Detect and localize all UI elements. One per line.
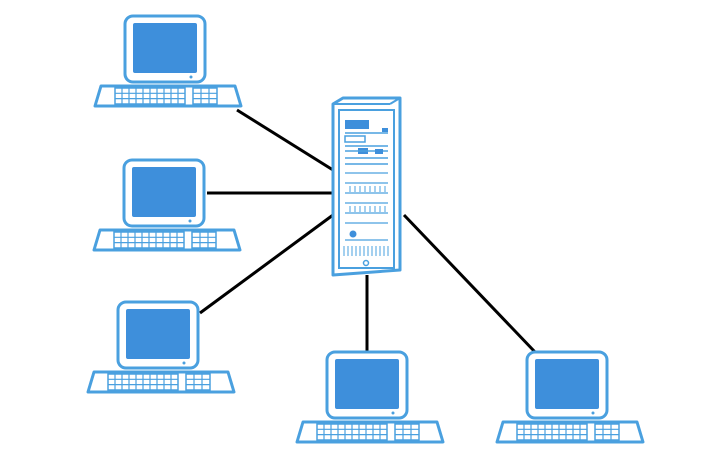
cable-computer-5 [402, 213, 537, 354]
computer-icon [295, 350, 445, 444]
computer-icon [92, 158, 242, 252]
computer-icon [93, 14, 243, 108]
server-tower-icon [331, 96, 402, 277]
cables [199, 108, 537, 354]
cable-computer-1 [236, 108, 334, 172]
computer-icon [495, 350, 645, 444]
computer-icon [86, 300, 236, 394]
cable-computer-3 [199, 213, 334, 315]
